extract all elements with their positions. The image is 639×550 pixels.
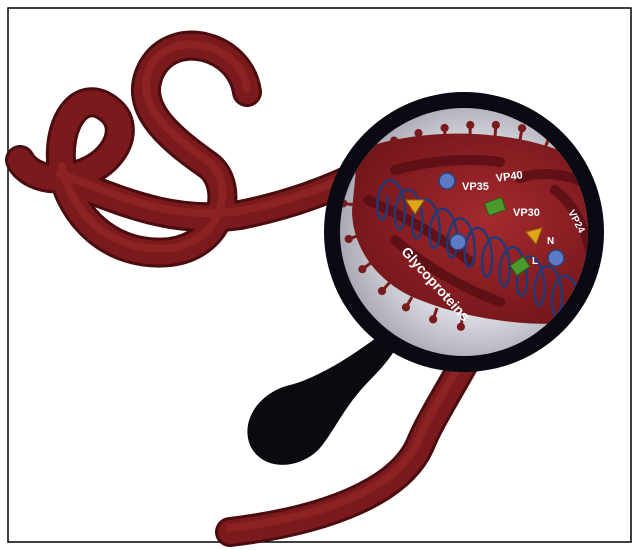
- circle-marker-icon: [548, 250, 564, 266]
- label-vp35: VP35: [462, 181, 489, 193]
- circle-marker-icon: [439, 173, 455, 189]
- label-l: L: [532, 256, 538, 267]
- circle-marker-icon: [450, 234, 466, 250]
- label-vp30: VP30: [513, 207, 540, 219]
- label-n: N: [547, 236, 554, 247]
